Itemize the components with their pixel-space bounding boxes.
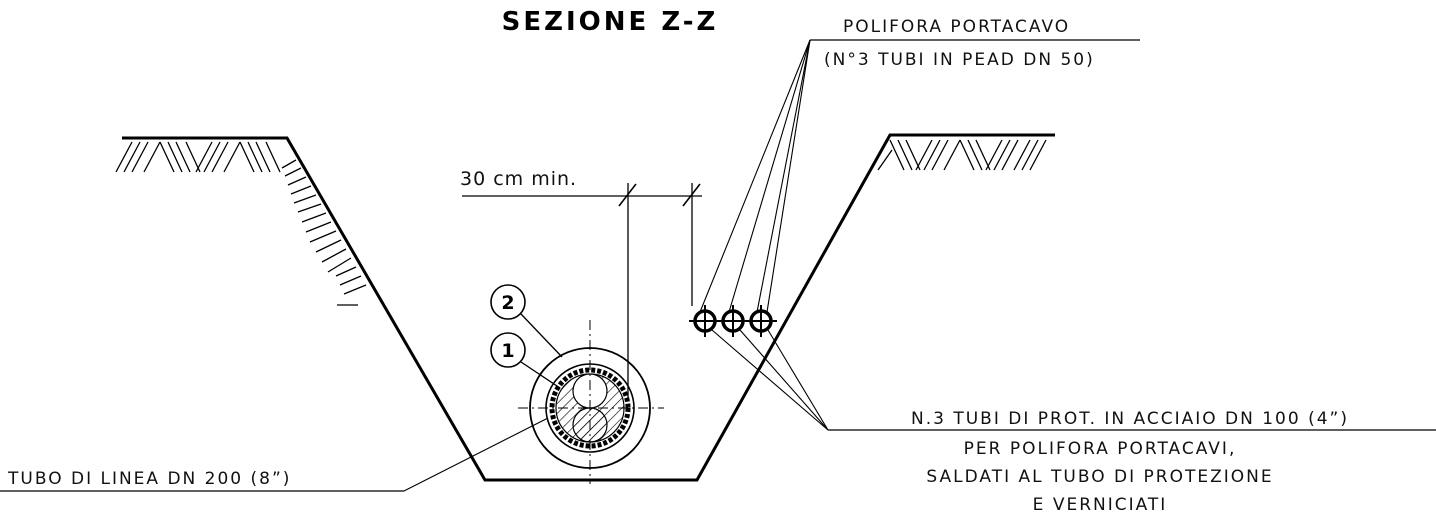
marker-2: 2 bbox=[490, 284, 563, 358]
tubi-prot-label-2: PER POLIFORA PORTACAVI, bbox=[964, 439, 1237, 459]
trench-outline bbox=[122, 133, 1055, 482]
dimension-label: 30 cm min. bbox=[460, 168, 577, 190]
tubo-linea-callout: TUBO DI LINEA DN 200 (8”) bbox=[0, 417, 549, 492]
dimension-30cm: 30 cm min. bbox=[460, 168, 702, 400]
conduit-pipes bbox=[689, 305, 777, 337]
svg-text:2: 2 bbox=[501, 292, 514, 314]
tubi-prot-label-1: N.3 TUBI DI PROT. IN ACCIAIO DN 100 (4”) bbox=[911, 409, 1349, 429]
polifora-label-1: POLIFORA PORTACAVO bbox=[843, 17, 1070, 37]
section-title: SEZIONE Z-Z bbox=[502, 7, 719, 37]
svg-text:1: 1 bbox=[501, 340, 514, 362]
left-ground-hatching bbox=[115, 141, 367, 306]
tubo-linea-label: TUBO DI LINEA DN 200 (8”) bbox=[7, 469, 291, 489]
marker-1: 1 bbox=[490, 332, 561, 389]
tubi-prot-label-4: E VERNICIATI bbox=[1033, 495, 1168, 515]
tubi-prot-callout: N.3 TUBI DI PROT. IN ACCIAIO DN 100 (4”)… bbox=[711, 329, 1436, 515]
right-ground-hatching bbox=[877, 139, 1047, 171]
tubi-prot-label-3: SALDATI AL TUBO DI PROTEZIONE bbox=[926, 467, 1273, 487]
polifora-label-2: (N°3 TUBI IN PEAD DN 50) bbox=[824, 50, 1095, 70]
main-pipe bbox=[518, 320, 664, 484]
polifora-callout: POLIFORA PORTACAVO (N°3 TUBI IN PEAD DN … bbox=[699, 17, 1140, 313]
